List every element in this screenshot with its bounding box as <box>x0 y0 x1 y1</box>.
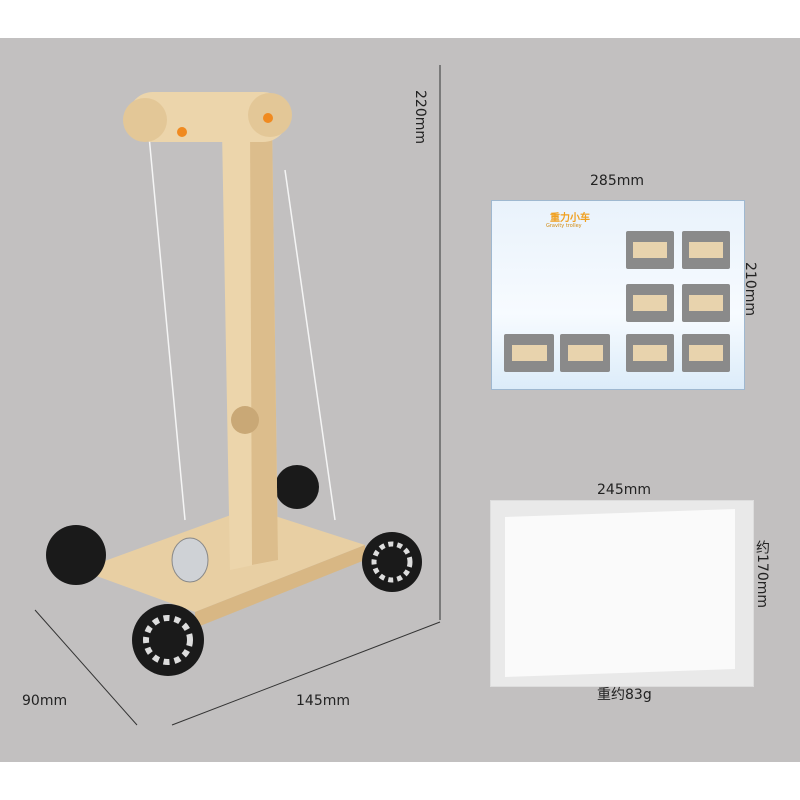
wheel <box>275 465 319 509</box>
package-width-label: 245mm <box>597 482 651 498</box>
manual-width-label: 285mm <box>590 173 644 189</box>
width-label: 145mm <box>296 693 350 709</box>
weight-label: 重约83g <box>597 687 652 703</box>
packaged-kit <box>490 500 754 687</box>
width-dimension-line <box>171 621 441 726</box>
base-plate <box>80 508 365 612</box>
weight-pulley <box>171 537 209 583</box>
manual-subtitle: Gravity trolley <box>546 223 582 229</box>
instruction-manual: 重力小车 Gravity trolley <box>491 200 745 390</box>
height-label: 220mm <box>412 90 428 144</box>
package-height-label: 约170mm <box>754 540 770 608</box>
wheel <box>46 525 106 585</box>
depth-dimension-line <box>34 609 138 726</box>
depth-label: 90mm <box>22 693 68 709</box>
wheel <box>132 604 204 676</box>
top-beam <box>128 92 288 142</box>
manual-height-label: 210mm <box>742 262 758 316</box>
manual-title: 重力小车 <box>550 213 590 224</box>
wheel <box>362 532 422 592</box>
